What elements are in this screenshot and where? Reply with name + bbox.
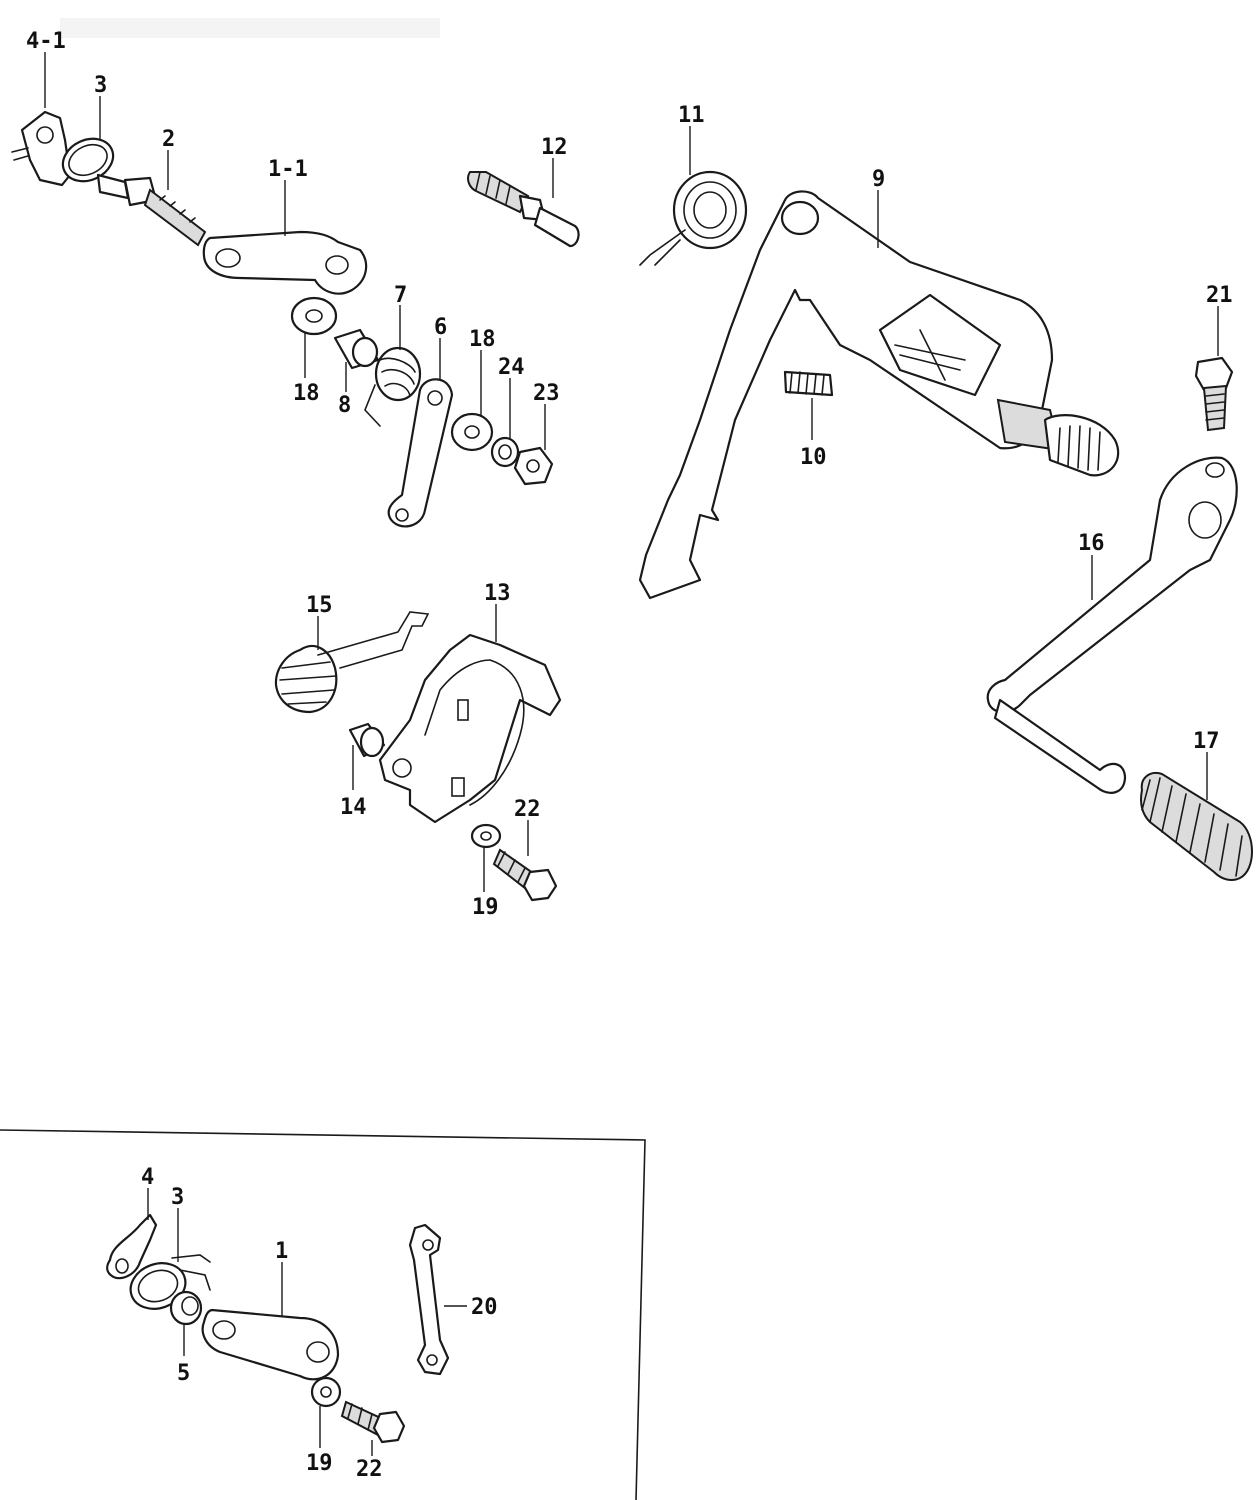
- callout-1: 1: [275, 1239, 288, 1264]
- leader-lines: [44, 52, 1219, 1456]
- part-16-kickarm: [986, 456, 1238, 794]
- callout-3-top: 3: [94, 73, 107, 98]
- callout-18-b: 18: [469, 327, 496, 352]
- part-22-bolt-a: [492, 848, 558, 902]
- inset-frame: [0, 1129, 646, 1500]
- part-10-spring: [783, 370, 834, 397]
- part-18-washer-b: [450, 412, 494, 452]
- part-12-pin: [467, 171, 580, 248]
- callout-21: 21: [1206, 283, 1233, 308]
- part-23-nut: [513, 446, 554, 486]
- callout-17: 17: [1193, 729, 1220, 754]
- part-1-1-arm: [202, 230, 368, 295]
- faint-header: [60, 18, 440, 38]
- part-18-washer-a: [290, 296, 338, 336]
- callout-2: 2: [162, 127, 175, 152]
- callout-5: 5: [177, 1361, 190, 1386]
- part-21-bolt: [1194, 356, 1234, 432]
- callout-19-a: 19: [472, 895, 499, 920]
- callout-22-a: 22: [514, 797, 541, 822]
- part-2-bolt: [96, 173, 207, 247]
- callout-10: 10: [800, 445, 827, 470]
- part-17-grip: [1140, 772, 1253, 881]
- callout-11: 11: [678, 103, 705, 128]
- callout-6: 6: [434, 315, 447, 340]
- part-24-lockwasher: [490, 436, 520, 468]
- callout-24: 24: [498, 355, 525, 380]
- part-19-washer-a: [470, 823, 502, 849]
- part-11-spring: [639, 170, 748, 266]
- part-15-spring: [274, 611, 430, 714]
- part-3-spring-inset: [129, 1254, 211, 1310]
- callout-20: 20: [471, 1295, 498, 1320]
- part-22-bolt-b: [340, 1400, 406, 1444]
- callout-13: 13: [484, 581, 511, 606]
- part-19-washer-b: [310, 1376, 342, 1408]
- part-20-plate: [408, 1223, 450, 1376]
- callout-1-1: 1-1: [268, 157, 308, 182]
- part-14-collar: [348, 722, 386, 758]
- part-8-collar: [333, 328, 380, 370]
- part-3-spring: [61, 137, 115, 183]
- callout-9: 9: [872, 167, 885, 192]
- callout-4: 4: [141, 1165, 154, 1190]
- callout-18-a: 18: [293, 381, 320, 406]
- callout-4-1: 4-1: [26, 29, 66, 54]
- callout-19-b: 19: [306, 1451, 333, 1476]
- part-9-stand: [638, 190, 1120, 600]
- part-13-plate: [378, 633, 562, 824]
- part-7-spring: [364, 346, 422, 427]
- callout-3-inset: 3: [171, 1185, 184, 1210]
- part-5-collar: [169, 1290, 203, 1326]
- callout-8: 8: [338, 393, 351, 418]
- callout-15: 15: [306, 593, 333, 618]
- callout-14: 14: [340, 795, 367, 820]
- callout-22-b: 22: [356, 1457, 383, 1482]
- callout-7: 7: [394, 283, 407, 308]
- callout-labels: 4-1 3 2 1-1 12 11 9 21 7 6 18 24 23 18 8…: [26, 29, 1233, 1482]
- callout-23: 23: [533, 381, 560, 406]
- callout-12: 12: [541, 135, 568, 160]
- part-4-1-bracket: [11, 110, 72, 187]
- part-6-lever: [387, 378, 454, 528]
- part-1-arm: [201, 1308, 340, 1381]
- callout-16: 16: [1078, 531, 1105, 556]
- part-4-bracket: [106, 1213, 158, 1280]
